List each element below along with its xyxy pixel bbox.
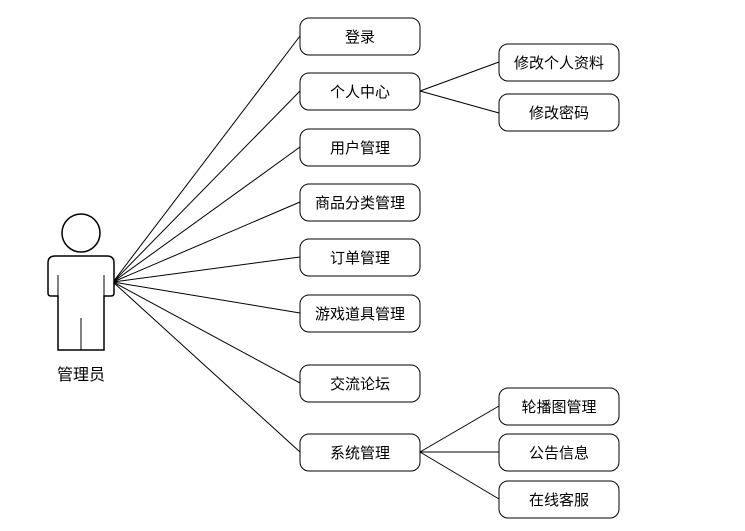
actor-body: [47, 255, 115, 351]
box-user-mgmt[interactable]: 用户管理: [299, 128, 421, 167]
actor-head: [61, 213, 101, 253]
box-edit-profile[interactable]: 修改个人资料: [498, 43, 620, 82]
box-change-password[interactable]: 修改密码: [498, 93, 620, 132]
box-carousel-mgmt-label: 轮播图管理: [521, 398, 596, 416]
link-login: [112, 35, 301, 283]
box-category-mgmt[interactable]: 商品分类管理: [299, 183, 421, 222]
box-system-mgmt[interactable]: 系统管理: [299, 433, 421, 472]
link-system-mgmt: [112, 281, 301, 453]
box-announcements-label: 公告信息: [529, 444, 589, 462]
box-category-mgmt-label: 商品分类管理: [315, 194, 405, 212]
link-game-items-mgmt: [112, 281, 301, 314]
box-system-mgmt-label: 系统管理: [330, 444, 390, 462]
box-login-label: 登录: [345, 28, 375, 46]
box-online-service-label: 在线客服: [529, 491, 589, 509]
box-personal-center-label: 个人中心: [330, 83, 390, 101]
box-order-mgmt-label: 订单管理: [330, 249, 390, 267]
box-forum[interactable]: 交流论坛: [299, 364, 421, 403]
link-user-mgmt: [112, 146, 301, 283]
link-carousel-mgmt: [419, 405, 500, 453]
box-edit-profile-label: 修改个人资料: [514, 54, 604, 72]
box-order-mgmt[interactable]: 订单管理: [299, 238, 421, 277]
link-change-password: [419, 90, 500, 114]
actor-links: [112, 35, 301, 453]
link-online-service: [419, 451, 500, 500]
box-carousel-mgmt[interactable]: 轮播图管理: [498, 387, 620, 426]
actor-figure: 管理员: [47, 213, 115, 384]
box-game-items-mgmt[interactable]: 游戏道具管理: [299, 294, 421, 333]
link-edit-profile: [419, 61, 500, 92]
actor-label: 管理员: [57, 365, 105, 384]
box-personal-center[interactable]: 个人中心: [299, 72, 421, 111]
link-order-mgmt: [112, 256, 301, 283]
box-game-items-mgmt-label: 游戏道具管理: [315, 305, 405, 323]
box-online-service[interactable]: 在线客服: [498, 480, 620, 519]
link-forum: [112, 281, 301, 384]
box-forum-label: 交流论坛: [330, 375, 390, 393]
box-change-password-label: 修改密码: [529, 104, 589, 122]
link-category-mgmt: [112, 201, 301, 283]
box-user-mgmt-label: 用户管理: [330, 139, 390, 157]
sub-links: [419, 61, 500, 500]
box-login[interactable]: 登录: [299, 17, 421, 56]
link-personal-center: [112, 90, 301, 283]
box-announcements[interactable]: 公告信息: [498, 433, 620, 472]
